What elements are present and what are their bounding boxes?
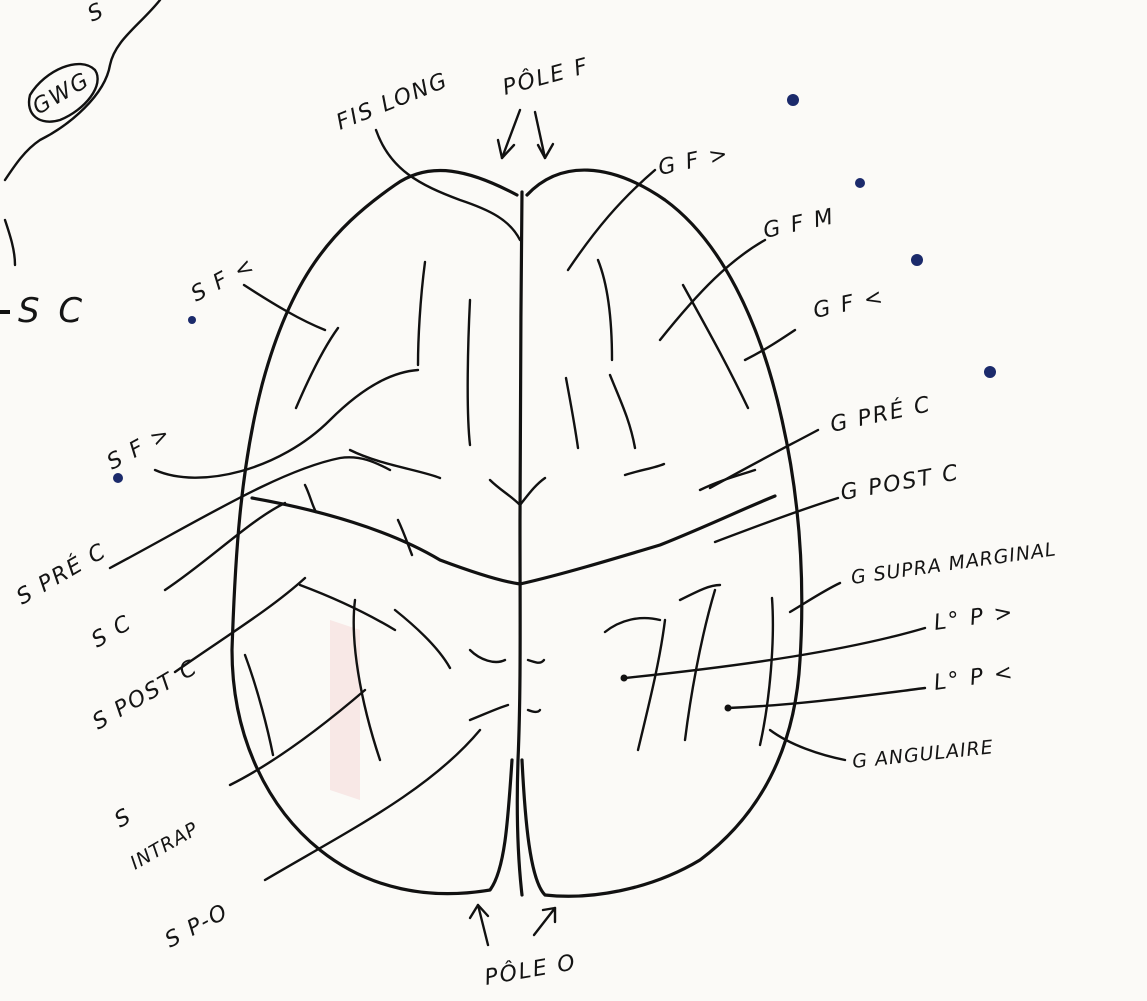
corner-tick: [5, 220, 15, 265]
sulcus-fl-3: [468, 300, 470, 445]
left-hemisphere-outline: [232, 171, 517, 894]
dot-sf-sup: [113, 473, 123, 483]
leader-pole-f-b-head: [538, 144, 553, 158]
leader-s-post-c: [175, 578, 305, 672]
central-sulcus-right: [520, 496, 775, 584]
sulcus-pl-8: [528, 710, 540, 712]
dot-g-prec: [984, 366, 996, 378]
longitudinal-fissure: [517, 192, 522, 895]
corner-partial-label: S: [84, 0, 109, 27]
label-s-post-c: S POST C: [89, 655, 203, 735]
leader-lp-sup: [625, 628, 925, 678]
dot-sf-inf: [188, 316, 196, 324]
sulcus-pr-5: [760, 598, 773, 745]
label-sf-inf: S F <: [187, 253, 260, 307]
sulcus-fr-5: [625, 464, 664, 475]
label-sp-o: S P-O: [161, 899, 233, 953]
point-lp-sup: [621, 675, 628, 682]
label-gf-sup: G F >: [656, 141, 732, 180]
sulcus-fl-1: [296, 328, 338, 408]
sulcus-fl-5: [490, 478, 545, 505]
label-s-intrap: INTRAP: [127, 818, 203, 875]
leader-g-post-c: [715, 498, 838, 542]
sulcus-fl-2: [418, 262, 425, 365]
sulcus-fr-4: [610, 375, 635, 448]
sulcus-fr-3: [566, 378, 578, 448]
dot-gfm: [855, 178, 865, 188]
label-pole-o: PÔLE O: [483, 949, 579, 991]
leader-lp-inf: [728, 688, 925, 708]
label-gf-inf: G F <: [811, 284, 887, 323]
dot-gf-sup: [787, 94, 799, 106]
sulcus-pl-2: [300, 585, 395, 630]
leader-s-c: [165, 503, 285, 590]
sulcus-pl-7: [528, 660, 544, 663]
corner-gwg-label: GWG: [29, 68, 95, 121]
sulcus-pl-5: [470, 650, 505, 662]
label-g-supramarginal: G SUPRA MARGINAL: [850, 538, 1058, 589]
leader-g-prec: [710, 430, 818, 488]
sulcus-fl-4: [350, 450, 440, 478]
corner-dash: [0, 310, 10, 314]
label-g-post-c: G POST C: [839, 460, 962, 506]
right-hemisphere-outline: [522, 170, 802, 896]
sulcus-fr-2: [683, 285, 748, 408]
sulcus-pr-1: [605, 618, 660, 632]
leader-g-supramarginal: [790, 583, 840, 612]
central-sulcus-left: [252, 498, 520, 584]
label-s-pre-c: S PRÉ C: [12, 538, 111, 610]
leader-pole-o-b: [534, 908, 555, 935]
label-g-prec: G PRÉ C: [828, 391, 934, 438]
sulcus-fr-1: [598, 260, 612, 360]
sulcus-pr-2: [638, 620, 665, 750]
leader-gf-inf: [745, 330, 795, 360]
label-lp-inf: L° P <: [932, 660, 1016, 696]
label-g-angulaire: G ANGULAIRE: [851, 736, 995, 773]
label-s-intrap-s: S: [111, 804, 137, 834]
sulcus-fl-7: [398, 520, 412, 555]
label-pole-f: PÔLE F: [500, 53, 592, 101]
label-sf-sup: S F >: [103, 421, 176, 475]
leader-gfm: [660, 240, 765, 340]
leader-sf-inf: [244, 285, 325, 330]
label-s-c: S C: [88, 610, 137, 653]
dot-gf-inf: [911, 254, 923, 266]
sulcus-pl-6: [470, 705, 508, 720]
sulcus-pl-4: [395, 610, 450, 668]
sulcus-fr-6: [700, 470, 755, 490]
sulcus-pl-1: [245, 655, 273, 755]
corner-sc-label: S C: [18, 291, 86, 331]
label-fis-long: FIS LONG: [333, 68, 452, 136]
point-lp-inf: [725, 705, 732, 712]
sulcus-pr-4: [685, 590, 715, 740]
leader-s-pre-c: [110, 457, 390, 568]
leader-sp-o: [265, 730, 480, 880]
label-gfm: G F M: [761, 204, 837, 244]
label-lp-sup: L° P >: [932, 600, 1016, 636]
leader-pole-f-a: [502, 110, 520, 158]
